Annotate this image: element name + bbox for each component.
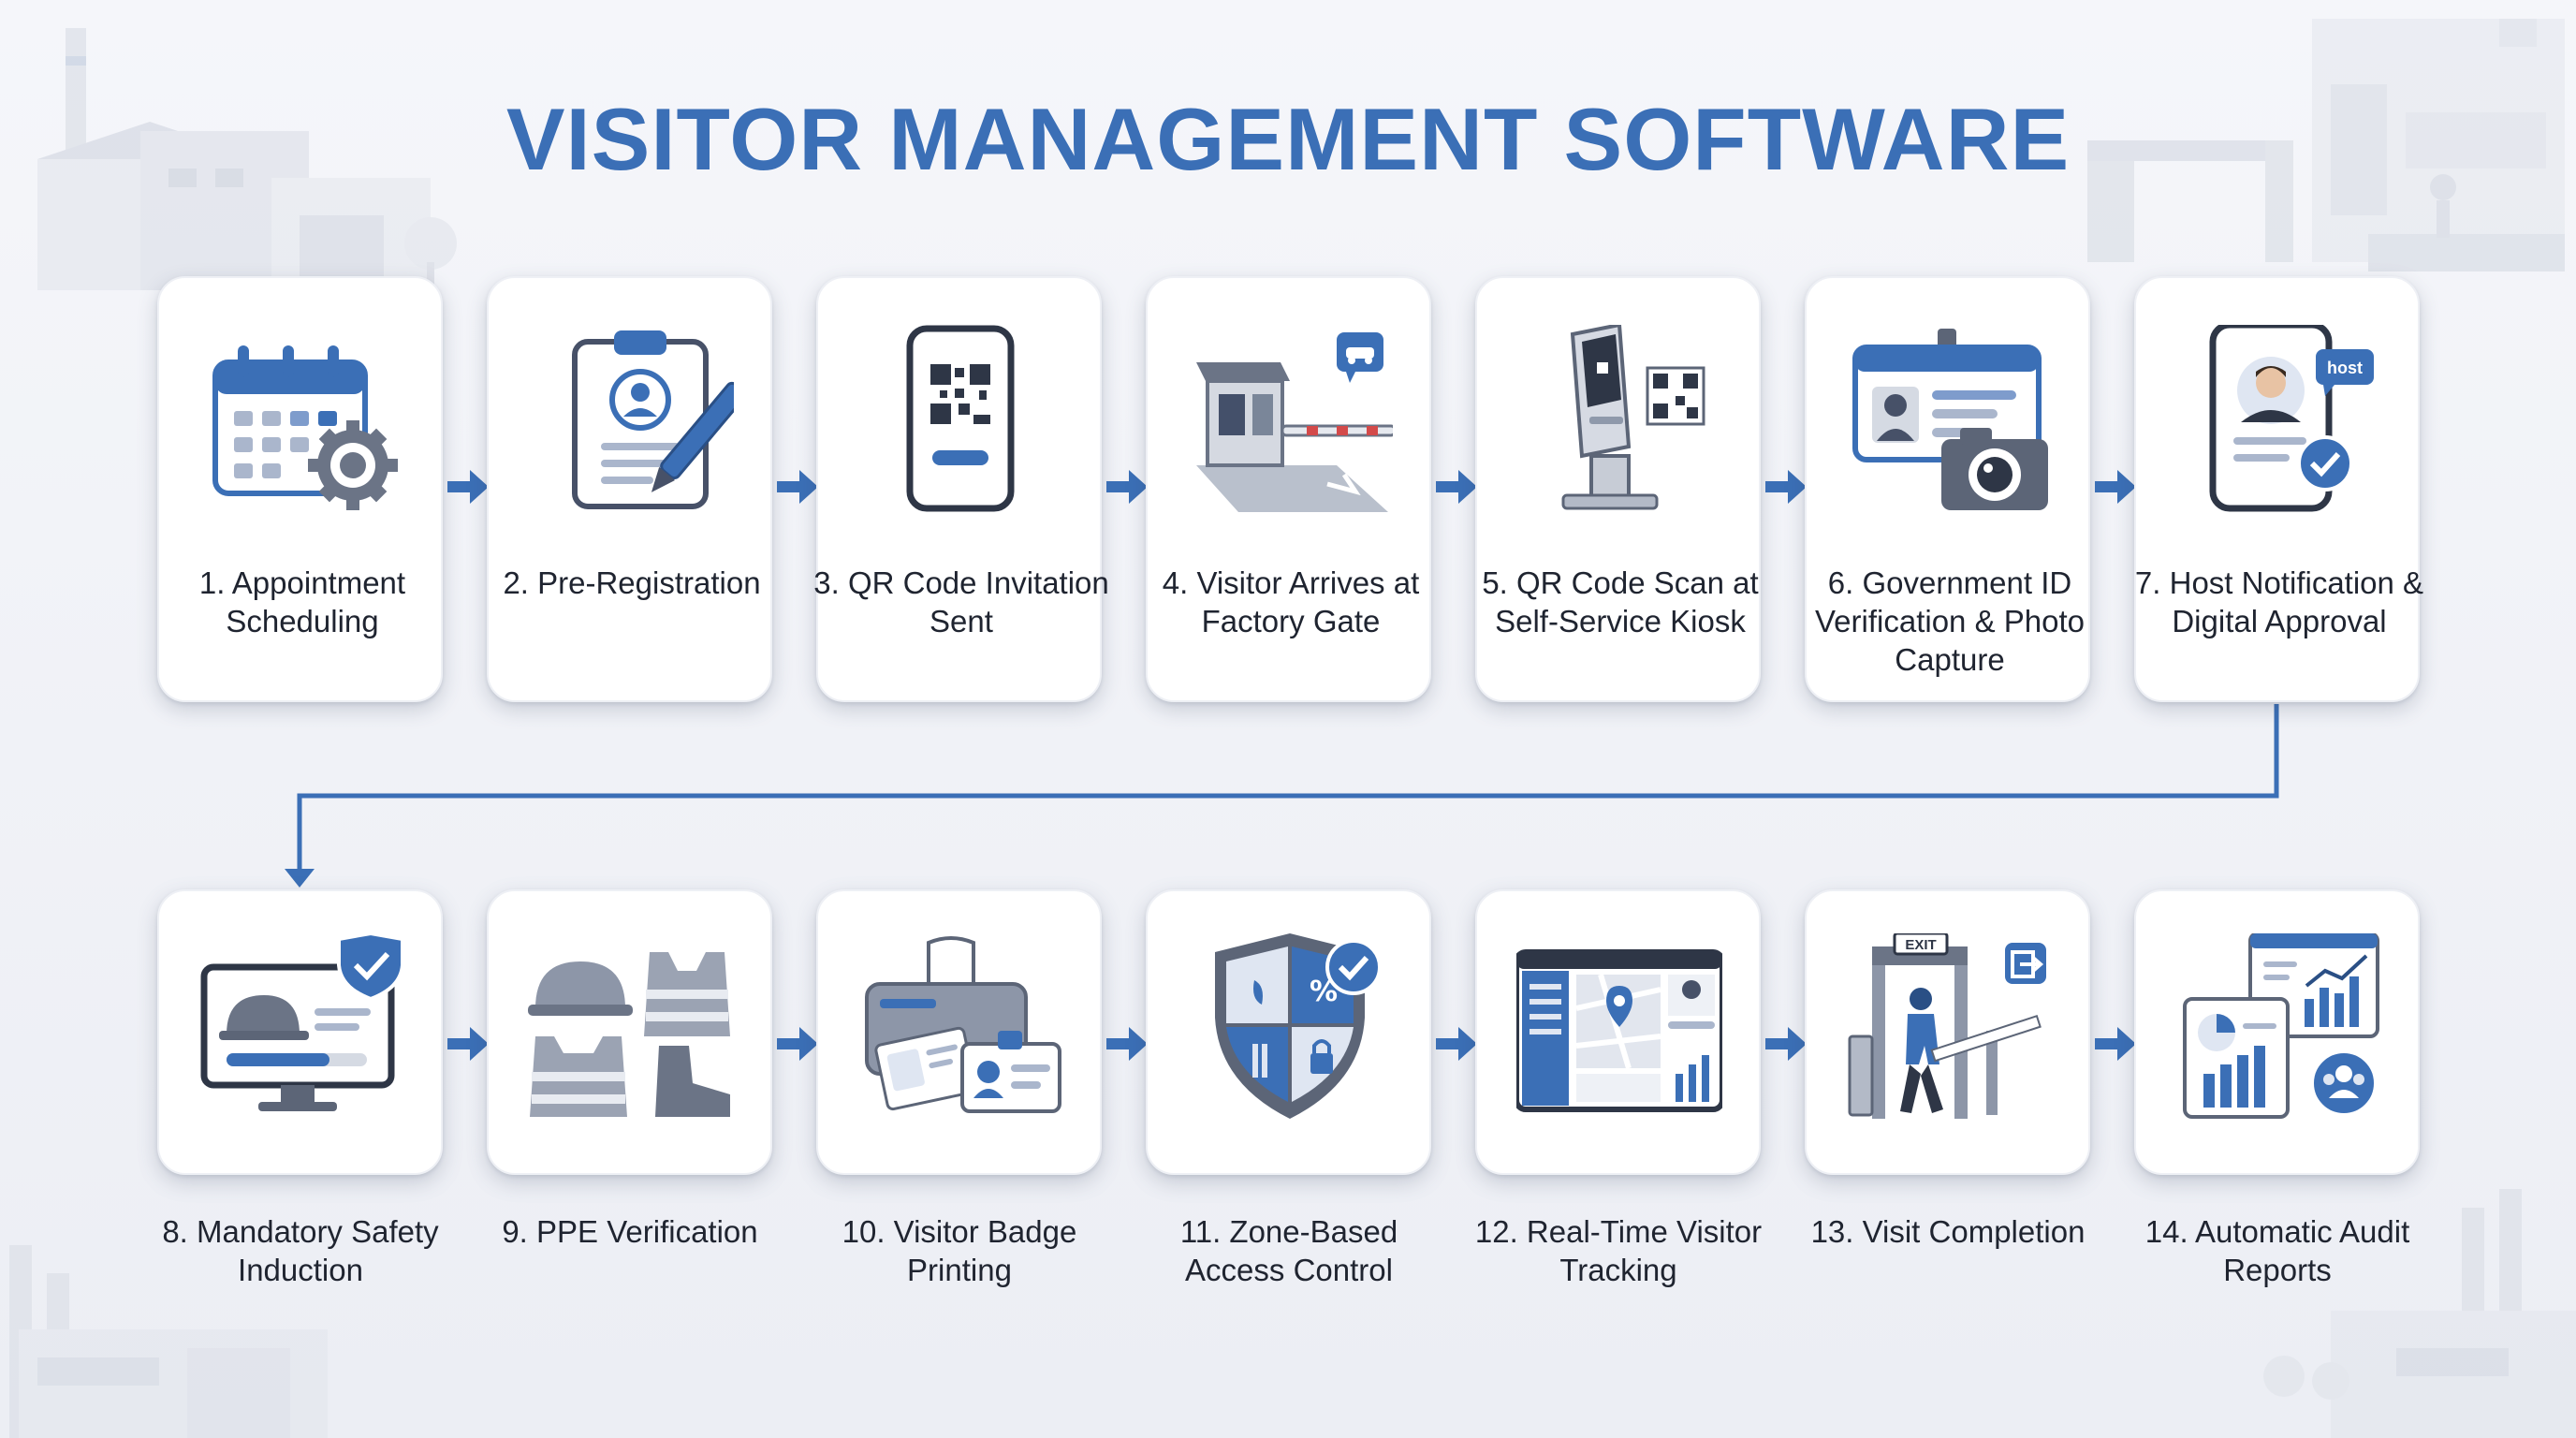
flow-arrow-icon [2095,1027,2136,1061]
flow-arrow-icon [1765,1027,1807,1061]
step-label-6: 6. Government ID Verification & Photo Ca… [1814,565,2085,677]
step-card-12 [1475,889,1761,1175]
step-card-1: 1. Appointment Scheduling [157,276,443,702]
step-card-2: 2. Pre-Registration [487,276,772,702]
factory-interior-illustration-top-right [2087,19,2565,271]
calendar-gear-icon [212,345,398,510]
clipboard-pen-icon [572,330,734,509]
flow-arrow-icon [447,1027,489,1061]
step-label-5: 5. QR Code Scan at Self-Service Kiosk [1482,565,1759,638]
step-label-3: 3. QR Code Invitation Sent [813,565,1109,638]
step-label-2: 2. Pre-Registration [503,565,761,600]
flow-arrow-icon [447,470,489,504]
id-camera-icon [1852,329,2048,510]
flow-arrow-icon [2095,470,2136,504]
step-label-10: 10. Visitor Badge Printing [842,1214,1077,1287]
flow-arrow-icon [1436,1027,1477,1061]
exit-sign-text: EXIT [1905,937,1936,953]
kiosk-icon [1561,325,1705,510]
flow-arrow-icon [777,1027,818,1061]
step-card-6: 6. Government ID Verification & Photo Ca… [1805,276,2090,702]
step-card-11: % [1146,889,1431,1175]
reports-icon [2183,933,2379,1119]
phone-qr-icon [906,325,1015,512]
factory-illustration-bottom-right [2263,1189,2576,1438]
host-badge-text: host [2327,359,2363,377]
step-label-12: 12. Real-Time Visitor Tracking [1474,1214,1763,1287]
step-card-14 [2134,889,2420,1175]
step-label-1: 1. Appointment Scheduling [198,565,406,638]
factory-illustration-bottom-left [9,1245,328,1438]
page-title: VISITOR MANAGEMENT SOFTWARE [505,90,2071,188]
step-card-8 [157,889,443,1175]
step-card-13: EXIT [1805,889,2090,1175]
flow-arrow-icon [1765,470,1807,504]
step-card-4: 4. Visitor Arrives at Factory Gate [1146,276,1431,702]
step-label-9: 9. PPE Verification [502,1214,758,1249]
gate-booth-icon [1196,332,1393,512]
factory-illustration-top-left [37,28,457,290]
step-label-11: 11. Zone-Based Access Control [1179,1214,1398,1287]
printer-badge-icon [865,936,1061,1113]
flow-arrow-icon [1106,470,1148,504]
step-card-7: host 7. Host Notification & Digital Appr… [2134,276,2423,702]
step-label-13: 13. Visit Completion [1810,1214,2086,1249]
step-label-7: 7. Host Notification & Digital Approval [2134,565,2424,638]
step-card-10 [816,889,1102,1175]
step-card-5: 5. QR Code Scan at Self-Service Kiosk [1475,276,1761,702]
flow-arrow-icon [1436,470,1477,504]
flow-arrow-icon [1106,1027,1148,1061]
phone-host-icon: host [2209,325,2374,512]
step-card-3: 3. QR Code Invitation Sent [813,276,1109,702]
shield-zones-icon: % [1215,933,1382,1119]
monitor-helmet-icon [200,933,404,1111]
exit-gate-icon: EXIT [1848,933,2046,1119]
step-label-14: 14. Automatic Audit Reports [2144,1214,2410,1287]
map-dashboard-icon [1516,949,1722,1112]
ppe-icon [528,952,730,1117]
step-label-8: 8. Mandatory Safety Induction [162,1214,439,1287]
step-card-9 [487,889,772,1175]
flow-arrow-icon [777,470,818,504]
step-label-4: 4. Visitor Arrives at Factory Gate [1162,565,1420,638]
